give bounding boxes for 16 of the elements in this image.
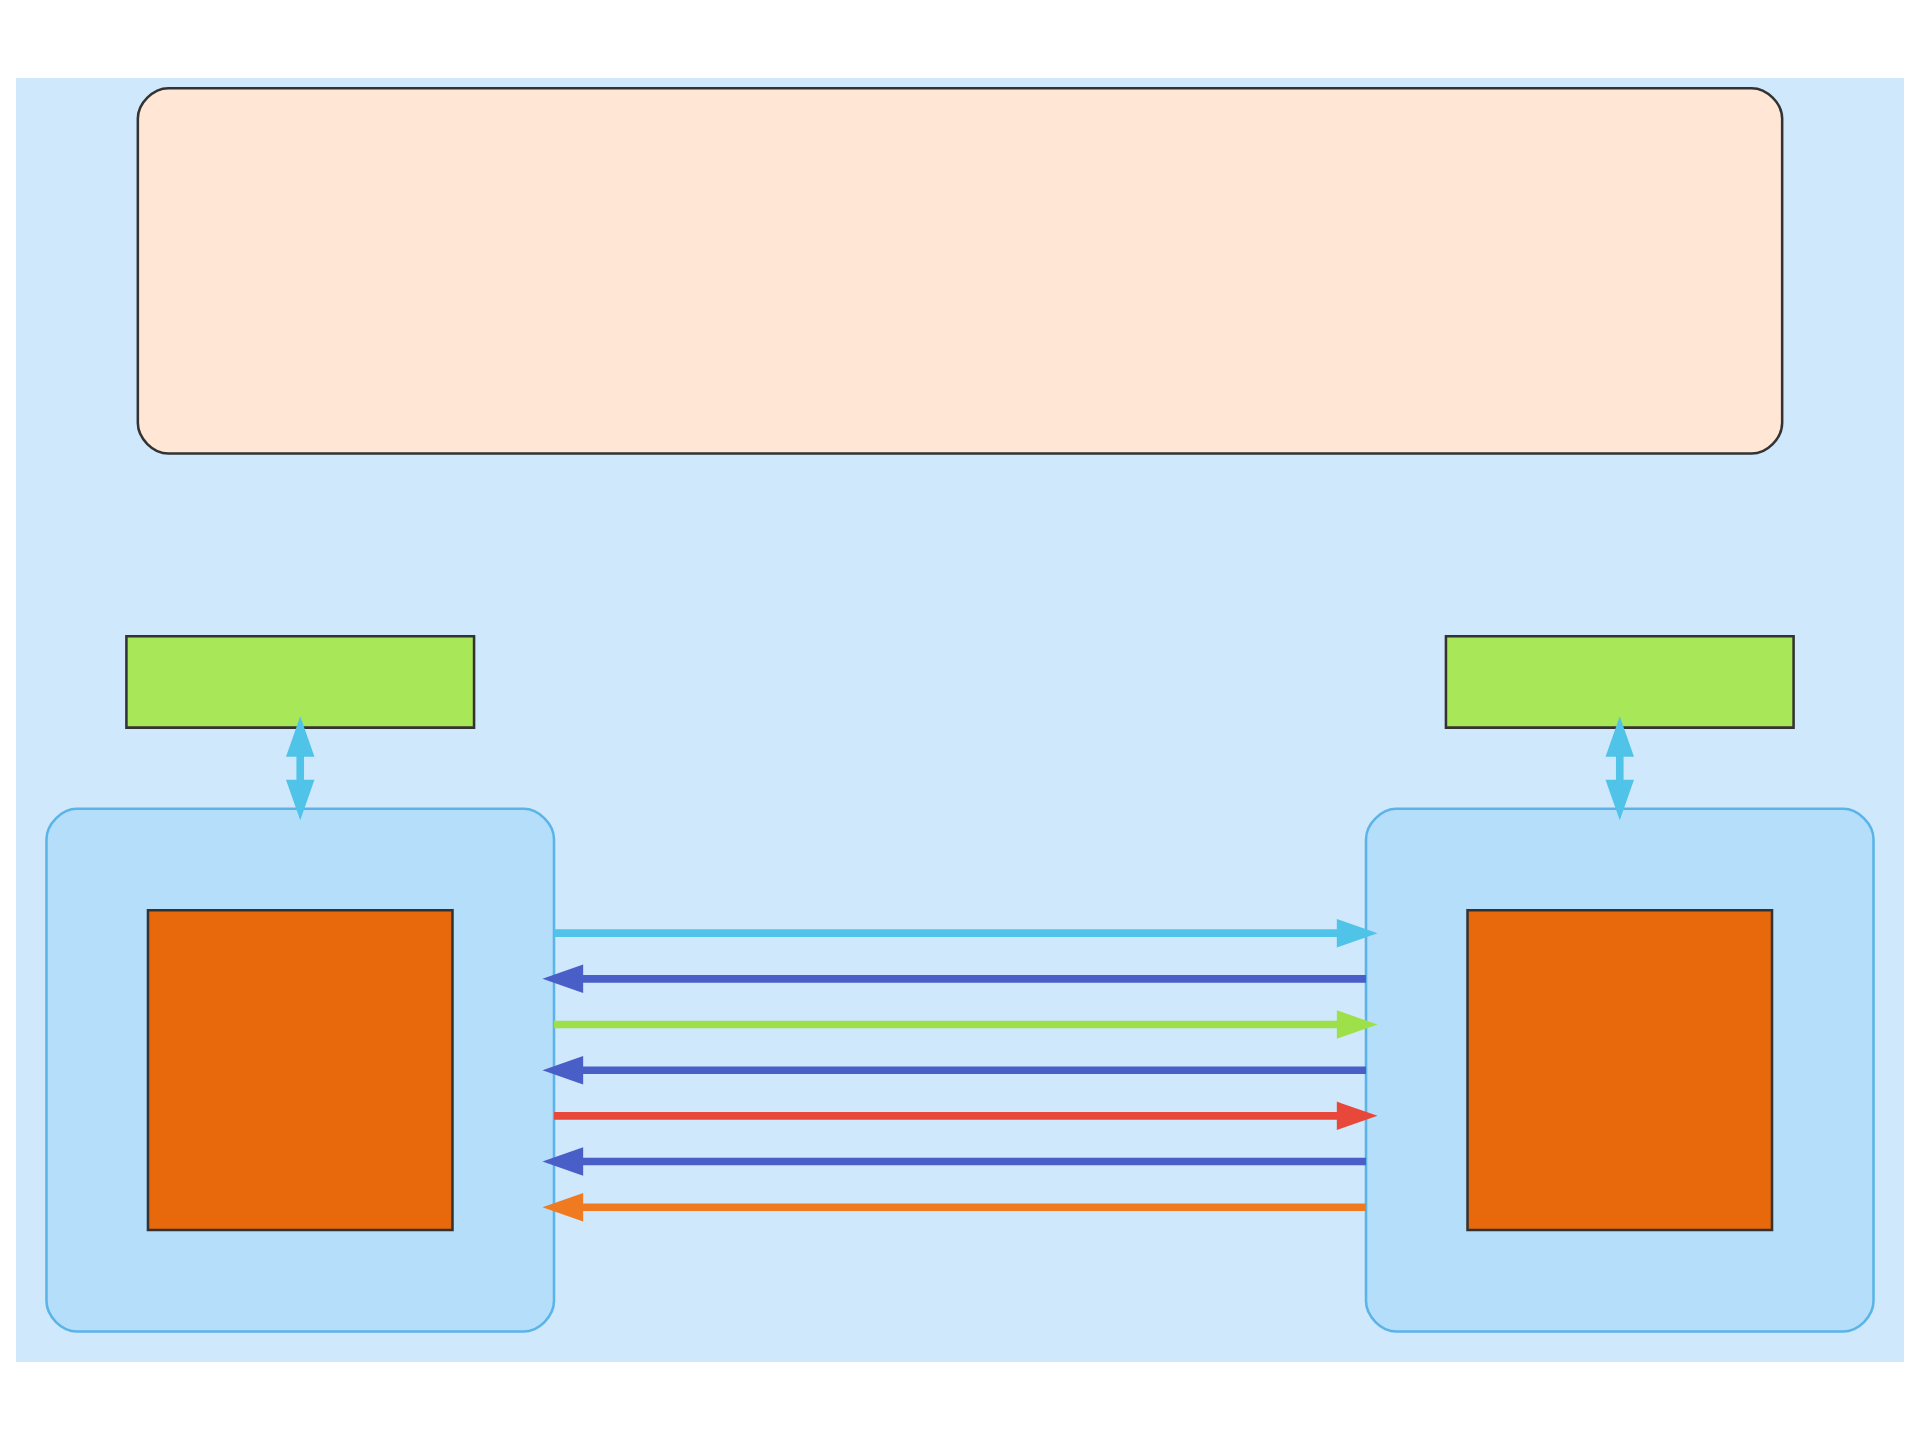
node-box — [1466, 909, 1774, 1232]
arrow — [554, 918, 1378, 948]
node-box — [136, 86, 1784, 455]
arrow — [1605, 716, 1634, 821]
cluster — [1364, 807, 1875, 1333]
node-box — [1444, 635, 1795, 729]
arrow — [542, 964, 1366, 994]
arrow — [542, 1192, 1366, 1222]
arrow — [286, 716, 315, 821]
arrow — [542, 1147, 1366, 1176]
node-box — [125, 635, 476, 729]
arrow — [554, 1010, 1378, 1039]
arrow — [554, 1101, 1378, 1131]
arrow — [542, 1055, 1366, 1085]
node-box — [146, 909, 454, 1232]
cluster — [45, 807, 556, 1333]
